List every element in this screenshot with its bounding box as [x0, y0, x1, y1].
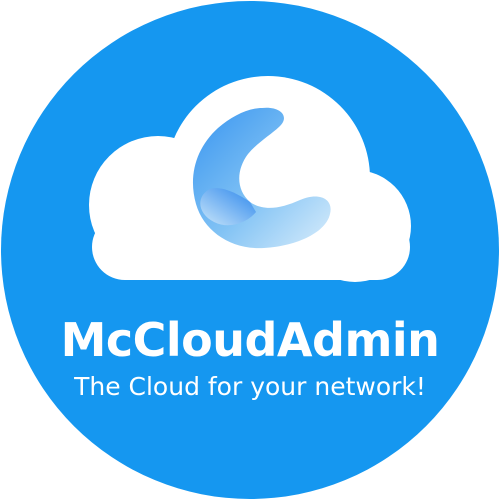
brand-name: McCloudAdmin — [60, 313, 440, 367]
tagline: The Cloud for your network! — [74, 372, 426, 401]
swirl-icon — [192, 107, 331, 249]
